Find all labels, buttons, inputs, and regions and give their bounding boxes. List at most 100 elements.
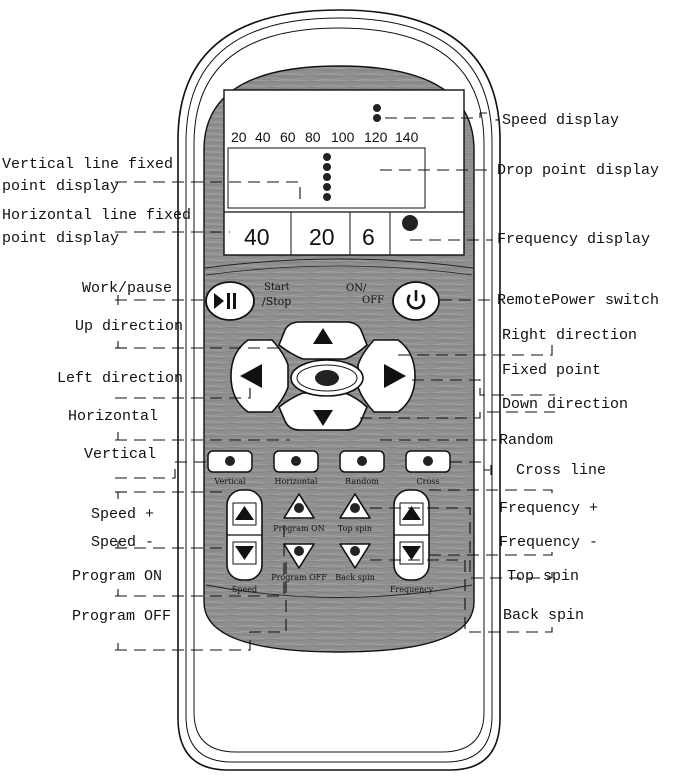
leader-lines (115, 112, 555, 651)
drop-point-dot (323, 153, 331, 161)
label-fixed-point: Fixed point (502, 362, 602, 379)
random-mode-button[interactable] (339, 450, 385, 473)
label-random: -Random (490, 432, 554, 449)
horizontal-mode-dot (291, 456, 301, 466)
label-program-on: Program ON (72, 568, 163, 585)
frequency-caption: Frequency (390, 585, 434, 594)
label-horizontal-line-fixed-2: point display (2, 230, 120, 247)
label-vertical-line-fixed-2: point display (2, 178, 120, 195)
direction-pad (230, 321, 416, 431)
speed-down-button[interactable] (232, 541, 257, 565)
right-arrow-icon (384, 364, 406, 388)
speed-dot (373, 104, 381, 112)
cross-mode-button[interactable] (405, 450, 451, 473)
program-off-dot (294, 546, 304, 556)
speed-dot (373, 114, 381, 122)
power-icon (406, 294, 426, 310)
top-spin-button[interactable] (339, 493, 371, 519)
random-caption: Random (345, 477, 379, 486)
label-right-direction: Right direction (502, 327, 638, 344)
left-arrow-icon (240, 364, 262, 388)
cross-caption: Cross (417, 477, 440, 486)
label-cross-line: Cross line (516, 462, 607, 479)
back-spin-dot (350, 546, 360, 556)
back-spin-button[interactable] (339, 543, 371, 569)
up-arrow-icon (313, 328, 333, 344)
label-up-direction: Up direction (75, 318, 184, 335)
program-on-button[interactable] (283, 493, 315, 519)
speed-scale-2: 60 (280, 129, 296, 145)
drop-point-dot (323, 163, 331, 171)
back-spin-caption: Back spin (335, 573, 374, 582)
vertical-mode-button[interactable] (207, 450, 253, 473)
label-remote-power-switch: RemotePower switch (497, 292, 660, 309)
speed-up-icon (235, 506, 254, 520)
horizontal-mode-button[interactable] (273, 450, 319, 473)
label-work-pause: Work/pause (82, 280, 173, 297)
label-speed-plus: Speed + (91, 506, 155, 523)
label-top-spin: Top spin (507, 568, 580, 585)
program-off-button[interactable] (283, 543, 315, 569)
cross-mode-dot (423, 456, 433, 466)
label-horizontal-line-fixed-1: Horizontal line fixed (2, 207, 192, 224)
horizontal-value: 40 (244, 224, 270, 250)
frequency-down-icon (402, 546, 421, 560)
leader-ticks (117, 295, 492, 650)
frequency-up-icon (402, 506, 421, 520)
frequency-indicator-dot (402, 215, 418, 231)
speed-rocker (226, 489, 263, 581)
speed-caption: Speed (232, 585, 257, 594)
program-on-caption: Program ON (273, 524, 324, 533)
lcd-screen: 20 40 60 80 100 120 140 40 20 6 (223, 89, 465, 256)
speed-scale-1: 40 (255, 129, 271, 145)
frequency-rocker (393, 489, 430, 581)
drop-point-dot (323, 193, 331, 201)
label-speed-minus: Speed - (91, 534, 155, 551)
random-mode-dot (357, 456, 367, 466)
frequency-up-button[interactable] (399, 502, 424, 526)
label-frequency-display: Frequency display (497, 231, 651, 248)
speed-scale-0: 20 (231, 129, 247, 145)
program-off-caption: Program OFF (271, 573, 327, 582)
label-vertical-line-fixed-1: Vertical line fixed (2, 156, 174, 173)
frequency-down-button[interactable] (399, 541, 424, 565)
down-arrow-icon (313, 410, 333, 426)
speed-scale-3: 80 (305, 129, 321, 145)
top-spin-caption: Top spin (338, 524, 372, 533)
pause-icon (227, 293, 230, 309)
label-left-direction: Left direction (57, 370, 184, 387)
vertical-caption: Vertical (213, 477, 246, 486)
drop-point-dot (323, 183, 331, 191)
label-drop-point-display: Drop point display (497, 162, 660, 179)
on-label: ON/ (346, 283, 367, 294)
label-frequency-plus: Frequency + (499, 500, 599, 517)
speed-scale-5: 120 (364, 129, 388, 145)
frequency-value: 6 (362, 224, 375, 250)
label-back-spin: Back spin (503, 607, 585, 624)
drop-point-dot (323, 173, 331, 181)
horizontal-caption: Horizontal (275, 477, 318, 486)
power-button[interactable] (392, 281, 440, 321)
speed-up-button[interactable] (232, 502, 257, 526)
label-vertical: Vertical (84, 446, 157, 463)
play-icon (214, 293, 224, 309)
vertical-value: 20 (309, 224, 335, 250)
label-down-direction: Down direction (502, 396, 629, 413)
speed-scale-4: 100 (331, 129, 355, 145)
vertical-mode-dot (225, 456, 235, 466)
start-stop-button[interactable] (205, 281, 255, 321)
speed-scale-6: 140 (395, 129, 419, 145)
label-program-off: Program OFF (72, 608, 172, 625)
start-label: Start (264, 282, 290, 293)
fixed-point-icon (315, 370, 339, 386)
stop-label: /Stop (262, 295, 291, 308)
label-horizontal: Horizontal (68, 408, 159, 425)
program-on-dot (294, 503, 304, 513)
speed-down-icon (235, 546, 254, 560)
off-label: OFF (362, 295, 384, 306)
label-speed-display: -Speed display (493, 112, 620, 129)
top-spin-dot (350, 503, 360, 513)
label-frequency-minus: Frequency - (499, 534, 599, 551)
